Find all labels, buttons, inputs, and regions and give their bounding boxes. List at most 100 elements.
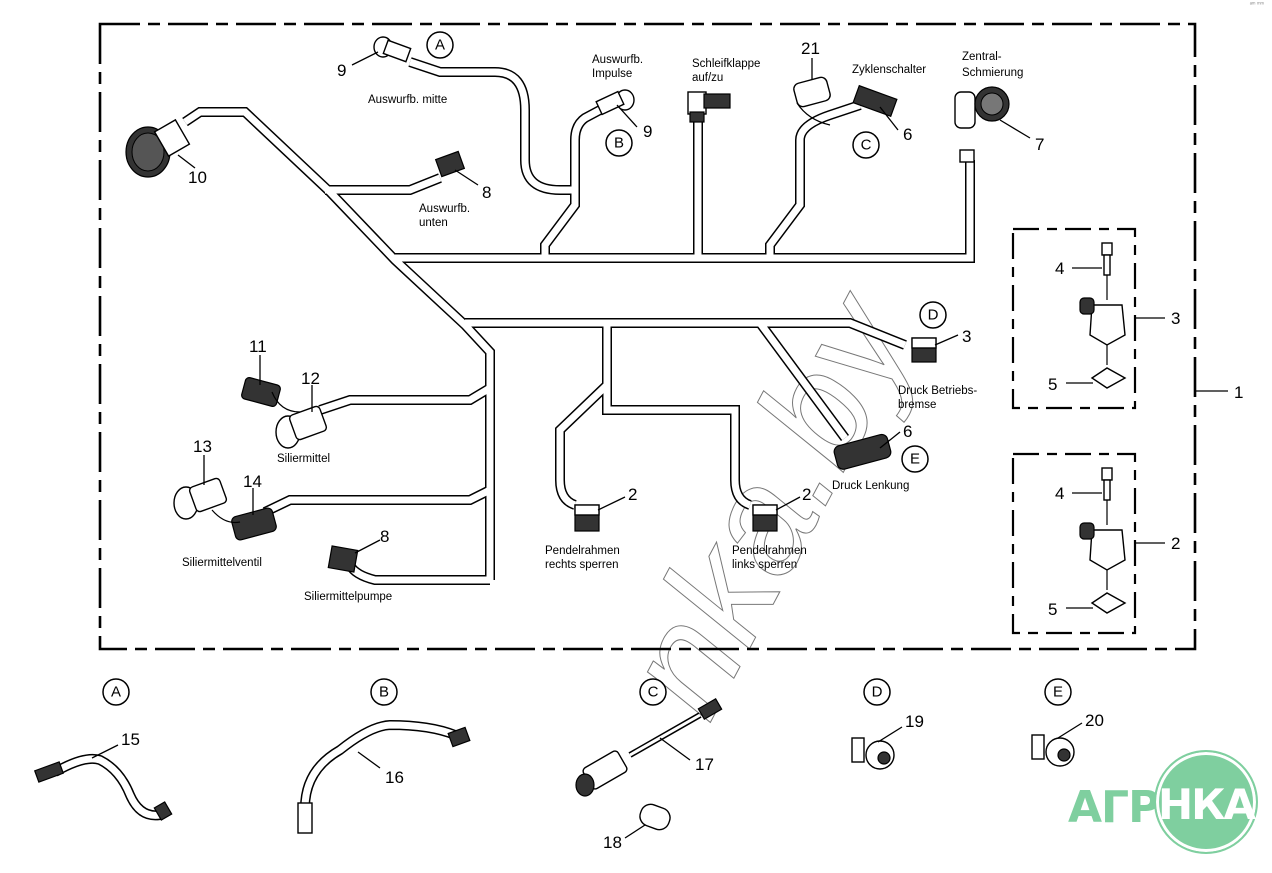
kit-box-3: [1011, 227, 1165, 410]
callout-3: 3: [962, 327, 971, 346]
callout-2-b: 2: [802, 485, 811, 504]
detail-D-callout-19: 19: [905, 712, 924, 731]
connector-6b: [833, 433, 892, 470]
wire-segment-fill: [263, 486, 492, 516]
wire-segment-fill: [395, 160, 974, 262]
callout-12: 12: [301, 369, 320, 388]
label-druck-betriebsbremse-1: Druck Betriebs-: [898, 385, 977, 397]
connector-8b: [327, 545, 359, 573]
callout-21: 21: [801, 39, 820, 58]
letter-marker-A: A: [426, 31, 454, 59]
harness-wires: [182, 57, 975, 585]
detail-C-callout-18: 18: [603, 833, 622, 852]
svg-text:E: E: [1053, 684, 1063, 701]
svg-text:B: B: [379, 684, 389, 701]
connector-schleifklappe: [687, 91, 731, 123]
detail-A-callout-15: 15: [121, 730, 140, 749]
label-siliermittel: Siliermittel: [277, 453, 330, 465]
connector-11: [241, 377, 281, 407]
wire-segment: [555, 323, 612, 510]
detail-B: B: [297, 678, 471, 834]
connector-13: [173, 477, 228, 520]
logo-circle-text: НКА: [1158, 780, 1256, 829]
connector-2a-solenoid: [574, 504, 600, 532]
label-zentral-2: Schmierung: [962, 67, 1023, 79]
callout-8-a: 8: [482, 183, 491, 202]
corner-mark: ᵃᵐ ᵐᵐ: [1249, 2, 1264, 8]
callout-7: 7: [1035, 135, 1044, 154]
detail-E: E: [1031, 678, 1083, 767]
label-pendel-rechts-2: rechts sperren: [545, 559, 619, 571]
connector-9a: [373, 36, 412, 63]
letter-marker-C: C: [852, 131, 880, 159]
connector-9b: [595, 89, 635, 116]
detail-A: A: [33, 678, 173, 821]
connector-14: [231, 507, 277, 541]
letter-marker-B: B: [605, 129, 633, 157]
svg-text:D: D: [928, 307, 939, 324]
svg-text:C: C: [648, 684, 659, 701]
wire-segment: [408, 57, 575, 195]
svg-text:A: A: [435, 37, 445, 54]
label-auswurf-mitte: Auswurfb. mitte: [368, 94, 447, 106]
detail-C-callout-17: 17: [695, 755, 714, 774]
detail-E-callout-20: 20: [1085, 711, 1104, 730]
svg-text:D: D: [872, 684, 883, 701]
connector-2b-solenoid: [752, 504, 778, 532]
kit-2-callout-bolt: 4: [1055, 484, 1064, 503]
label-siliermittelventil: Siliermittelventil: [182, 557, 262, 569]
label-schleifklappe-1: Schleifklappe: [692, 58, 760, 70]
wire-segment-fill: [766, 101, 862, 258]
wire-segment-fill: [183, 108, 494, 580]
kit-2-callout-seal: 5: [1048, 600, 1057, 619]
harness-assembly-frame: [98, 22, 1197, 651]
wire-segment: [765, 100, 862, 258]
kit-3-callout-bolt: 4: [1055, 259, 1064, 278]
kit-3-callout: 3: [1171, 309, 1180, 328]
callout-10: 10: [188, 168, 207, 187]
label-schleifklappe-2: auf/zu: [692, 72, 723, 84]
connector-8a: [434, 150, 466, 178]
detail-C: C: [575, 678, 723, 839]
label-auswurf-unten-1: Auswurfb.: [419, 203, 470, 215]
agronka-logo: АГРО НКА: [1068, 750, 1258, 860]
svg-text:C: C: [861, 137, 872, 154]
wire-segment-fill: [465, 319, 907, 349]
kit-3-callout-seal: 5: [1048, 375, 1057, 394]
wire-segment-fill: [757, 320, 848, 441]
callout-9-b: 9: [643, 122, 652, 141]
label-auswurf-impulse-2: Impulse: [592, 68, 632, 80]
connector-12: [275, 405, 328, 449]
connector-7-round: [954, 86, 1010, 163]
label-pendel-links-1: Pendelrahmen: [732, 545, 807, 557]
kit-box-2: [1011, 452, 1165, 635]
callout-13: 13: [193, 437, 212, 456]
wire-segment-fill: [603, 385, 752, 509]
wire-segment-fill: [541, 106, 602, 258]
svg-text:A: A: [111, 684, 121, 701]
letter-marker-D: D: [919, 301, 947, 329]
callout-11: 11: [249, 337, 267, 356]
kit-2-callout: 2: [1171, 534, 1180, 553]
callout-9-a: 9: [337, 61, 346, 80]
callout-1: 1: [1234, 383, 1243, 402]
callout-14: 14: [243, 472, 262, 491]
logo-circle: НКА: [1154, 750, 1258, 854]
connector-10-round: [125, 118, 191, 178]
label-pendel-links-2: links sperren: [732, 559, 797, 571]
wire-segment-fill: [556, 323, 611, 509]
svg-text:B: B: [614, 135, 624, 152]
label-zentral-1: Zentral-: [962, 51, 1002, 63]
detail-D: D: [851, 678, 903, 770]
pigtail-11-12: [271, 391, 301, 413]
callout-6-b: 6: [903, 422, 912, 441]
wire-segment-fill: [318, 384, 492, 414]
label-druck-lenkung: Druck Lenkung: [832, 480, 909, 492]
label-zyklenschalter: Zyklenschalter: [852, 64, 926, 76]
svg-text:E: E: [910, 451, 920, 468]
callout-2-a: 2: [628, 485, 637, 504]
callout-8-b: 8: [380, 527, 389, 546]
label-pendel-rechts-1: Pendelrahmen: [545, 545, 620, 557]
label-siliermittelpumpe: Siliermittelpumpe: [304, 591, 392, 603]
